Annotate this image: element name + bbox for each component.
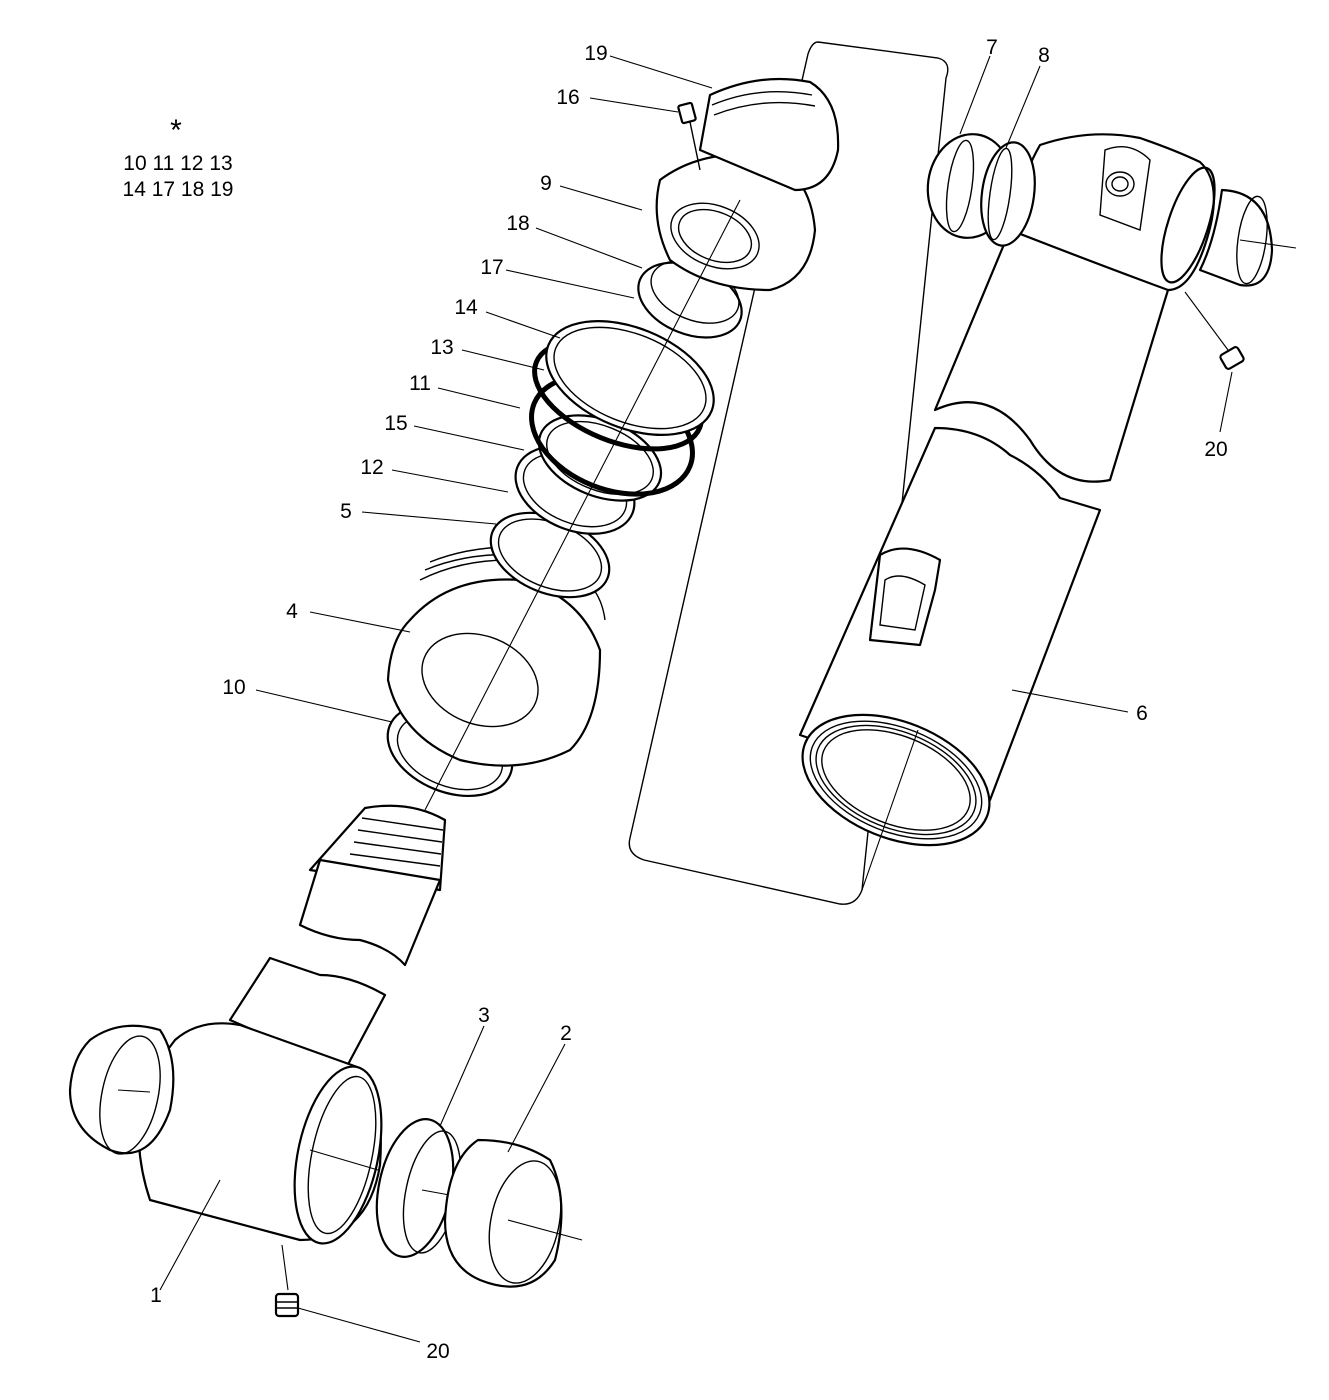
cylinder-barrel (798, 133, 1216, 891)
bushing-right-end (1198, 188, 1297, 287)
callout-14: 14 (454, 296, 478, 319)
callout-6: 6 (1136, 702, 1148, 725)
callout-4: 4 (286, 600, 298, 623)
kit-asterisk: * (170, 114, 182, 147)
callout-1: 1 (150, 1284, 162, 1307)
callout-8: 8 (1038, 44, 1050, 67)
callout-19: 19 (584, 42, 607, 65)
callout-20-left: 20 (426, 1340, 449, 1363)
assembly-axis (424, 199, 741, 811)
callout-20-right: 20 (1204, 438, 1227, 461)
part-16-screw (677, 101, 701, 171)
grease-nipple-right (1184, 291, 1245, 433)
leader-lines (159, 55, 1129, 1343)
callout-9: 9 (540, 172, 552, 195)
grease-nipple-left (274, 1244, 300, 1318)
callout-3: 3 (478, 1004, 490, 1027)
callout-labels: 19 16 9 18 17 14 13 11 15 12 5 4 10 1 2 … (150, 36, 1228, 1363)
callout-5: 5 (340, 500, 352, 523)
assembly-panel (628, 41, 949, 905)
kit-note: * 10 11 12 13 14 17 18 19 (123, 114, 234, 201)
callout-18: 18 (506, 212, 529, 235)
bushing-2 (443, 1138, 583, 1288)
callout-16: 16 (556, 86, 579, 109)
callout-10: 10 (222, 676, 245, 699)
callout-13: 13 (430, 336, 453, 359)
piston-rod (68, 804, 447, 1245)
callout-2: 2 (560, 1022, 572, 1045)
kit-note-row-2: 14 17 18 19 (123, 178, 234, 201)
callout-17: 17 (480, 256, 503, 279)
bushing-right-8 (980, 141, 1036, 247)
part-14-ring (545, 320, 715, 436)
callout-12: 12 (360, 456, 383, 479)
kit-note-row-1: 10 11 12 13 (123, 152, 232, 175)
callout-7: 7 (986, 36, 998, 59)
callout-11: 11 (409, 372, 431, 395)
callout-15: 15 (384, 412, 407, 435)
part-5-ring (489, 511, 611, 599)
part-19-wiper (698, 77, 840, 192)
